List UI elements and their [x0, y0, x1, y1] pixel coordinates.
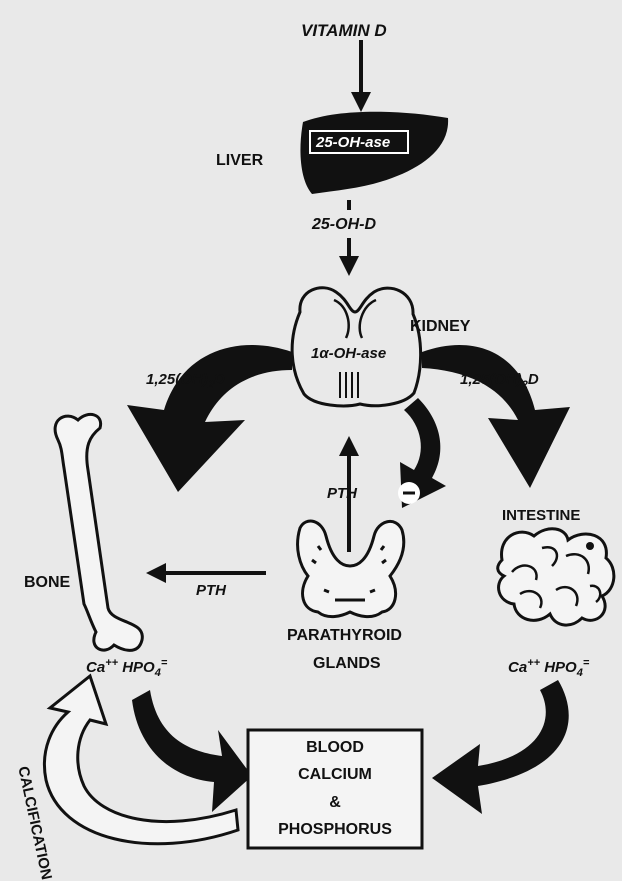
- bone-minerals-label: Ca++ HPO4=: [86, 660, 167, 675]
- bone-shape: [55, 414, 142, 650]
- intestine-minerals-label: Ca++ HPO4=: [508, 660, 589, 675]
- blood-line1: BLOOD: [306, 739, 364, 757]
- kidney-left-hook: [334, 300, 349, 338]
- intestine-ca: Ca: [508, 659, 527, 676]
- arrow-intestine-blood: [432, 680, 569, 814]
- bone-ca-sup: ++: [105, 657, 118, 669]
- arrow-kidney-bone: [127, 345, 292, 492]
- bone-ca: Ca: [86, 659, 105, 676]
- blood-line2: CALCIUM: [298, 766, 372, 784]
- pth-up-label: PTH: [327, 486, 357, 501]
- arrow-kidney-intestine: [422, 345, 570, 488]
- intestine-shape: [498, 529, 614, 625]
- bone-hpo: HPO: [122, 659, 155, 676]
- metabolite-label: 25-OH-D: [312, 217, 376, 233]
- pth-bone-label: PTH: [196, 583, 226, 598]
- hormone-right-end: D: [528, 371, 539, 388]
- hormone-left-label: 1,25(OH)2D: [146, 372, 225, 387]
- blood-line4: PHOSPHORUS: [278, 821, 392, 839]
- intestine-label: INTESTINE: [502, 508, 580, 523]
- hormone-right-main: 1,25(OH): [460, 371, 522, 388]
- intestine-ca-sup: ++: [527, 657, 540, 669]
- hormone-left-main: 1,25(OH): [146, 371, 208, 388]
- parathyroid-line1: PARATHYROID: [287, 628, 402, 644]
- arrow-bone-blood: [132, 690, 252, 812]
- parathyroid-line2: GLANDS: [313, 656, 381, 672]
- intestine-hpo-sup: =: [583, 657, 589, 669]
- diagram-canvas: VITAMIN D LIVER 25-OH-ase 25-OH-D KIDNEY…: [0, 0, 622, 861]
- vitamin-d-label: VITAMIN D: [301, 22, 387, 39]
- kidney-enzyme-label: 1α-OH-ase: [311, 346, 386, 361]
- kidney-hilum: [340, 372, 358, 398]
- intestine-dot: [586, 542, 594, 550]
- liver-label: LIVER: [216, 153, 263, 169]
- blood-line3: &: [329, 794, 341, 812]
- hormone-right-label: 1,25(OH)2D: [460, 372, 539, 387]
- intestine-hpo: HPO: [544, 659, 577, 676]
- liver-enzyme-label: 25-OH-ase: [316, 135, 390, 150]
- hormone-left-end: D: [214, 371, 225, 388]
- bone-hpo-sup: =: [161, 657, 167, 669]
- blood-box-text: BLOOD CALCIUM & PHOSPHORUS: [248, 730, 422, 848]
- kidney-label: KIDNEY: [410, 319, 470, 335]
- bone-label: BONE: [24, 575, 70, 591]
